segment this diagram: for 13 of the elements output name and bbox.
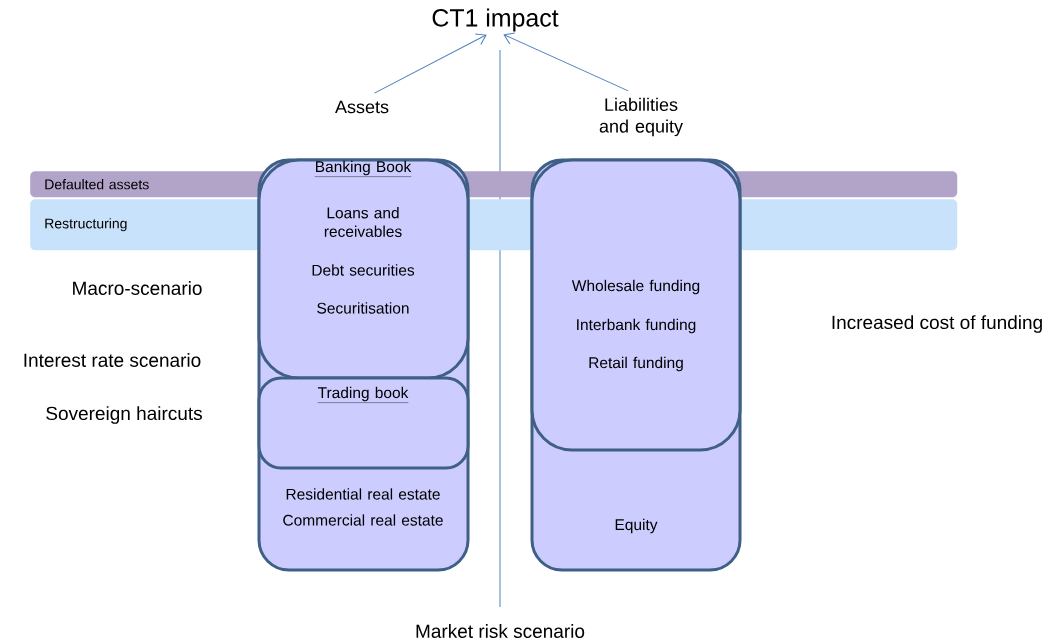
scenario-label: Macro-scenario — [73, 281, 202, 295]
arrow — [503, 32, 629, 92]
heading-text: Assets — [335, 100, 389, 114]
rounded-box: Wholesale funding Interbank funding Retail funding — [530, 158, 742, 452]
heading-text: CT1 impact — [432, 8, 559, 32]
arrow — [373, 33, 487, 94]
rounded-box: Trading book — [257, 376, 470, 470]
scenario-label: Sovereign haircuts — [46, 406, 202, 424]
rounded-box: Banking Book Loans and receivables Debt securities Securitisation — [257, 158, 470, 380]
heading-text: Liabilities and equity — [599, 97, 683, 137]
scenario-label: Interest rate scenario — [24, 353, 201, 367]
scenario-label: Increased cost of funding — [832, 315, 1042, 333]
scenario-label: Market risk scenario — [416, 624, 585, 638]
